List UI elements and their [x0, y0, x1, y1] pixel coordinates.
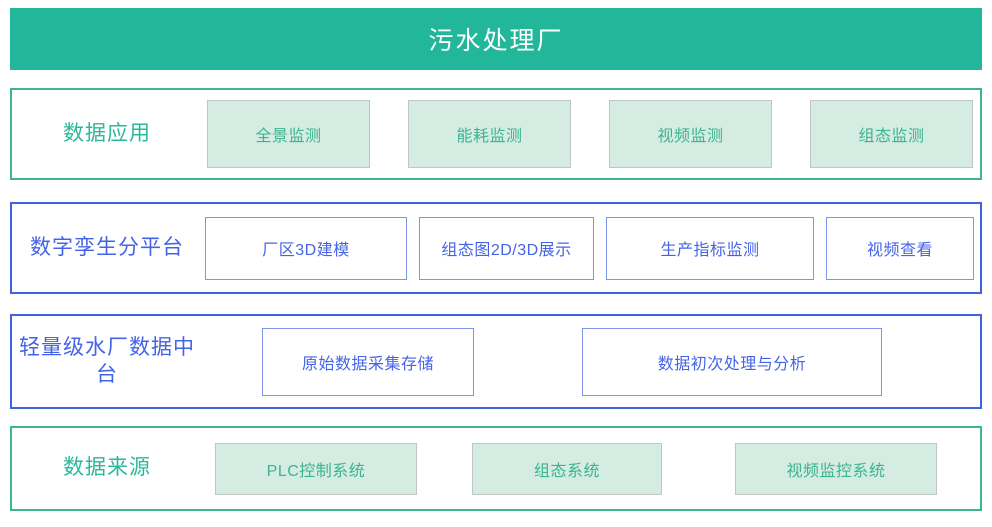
node-production-index-monitoring[interactable]: 生产指标监测 — [606, 216, 814, 280]
layer-label-data-application: 数据应用 — [63, 121, 151, 145]
node-video-surveillance-system[interactable]: 视频监控系统 — [735, 442, 937, 495]
node-initial-data-processing-analysis[interactable]: 数据初次处理与分析 — [582, 327, 882, 396]
layer-row-digital-twin-platform: 数字孪生分平台 厂区3D建模 组态图2D/3D展示 生产指标监测 视频查看 — [10, 202, 982, 294]
node-raw-data-collection-storage[interactable]: 原始数据采集存储 — [262, 327, 474, 396]
node-scada-2d-3d-display[interactable]: 组态图2D/3D展示 — [419, 216, 594, 280]
node-panoramic-monitoring[interactable]: 全景监测 — [207, 100, 370, 168]
layer-row-data-application: 数据应用 全景监测 能耗监测 视频监测 组态监测 — [10, 88, 982, 180]
layer-items-data-application: 全景监测 能耗监测 视频监测 组态监测 — [202, 90, 992, 178]
node-scada-monitoring[interactable]: 组态监测 — [810, 100, 973, 168]
node-video-monitoring[interactable]: 视频监测 — [609, 100, 772, 168]
node-scada-system[interactable]: 组态系统 — [472, 442, 662, 495]
layer-items-data-sources: PLC控制系统 组态系统 视频监控系统 — [202, 428, 980, 509]
node-energy-monitoring[interactable]: 能耗监测 — [408, 100, 571, 168]
layer-row-data-sources: 数据来源 PLC控制系统 组态系统 视频监控系统 — [10, 426, 982, 511]
node-video-viewing[interactable]: 视频查看 — [826, 216, 974, 280]
diagram-title-banner: 污水处理厂 — [10, 8, 982, 70]
layer-label-digital-twin-platform: 数字孪生分平台 — [30, 235, 184, 259]
layer-label-data-sources: 数据来源 — [63, 456, 151, 480]
layer-items-digital-twin-platform: 厂区3D建模 组态图2D/3D展示 生产指标监测 视频查看 — [202, 204, 986, 292]
layer-label-data-middle-platform: 轻量级水厂数据中台 — [19, 336, 195, 386]
layer-items-data-middle-platform: 原始数据采集存储 数据初次处理与分析 — [202, 316, 990, 407]
diagram-title: 污水处理厂 — [428, 27, 564, 55]
node-plant-3d-modeling[interactable]: 厂区3D建模 — [205, 216, 407, 280]
node-plc-control-system[interactable]: PLC控制系统 — [215, 442, 417, 495]
layer-row-data-middle-platform: 轻量级水厂数据中台 原始数据采集存储 数据初次处理与分析 — [10, 314, 982, 409]
